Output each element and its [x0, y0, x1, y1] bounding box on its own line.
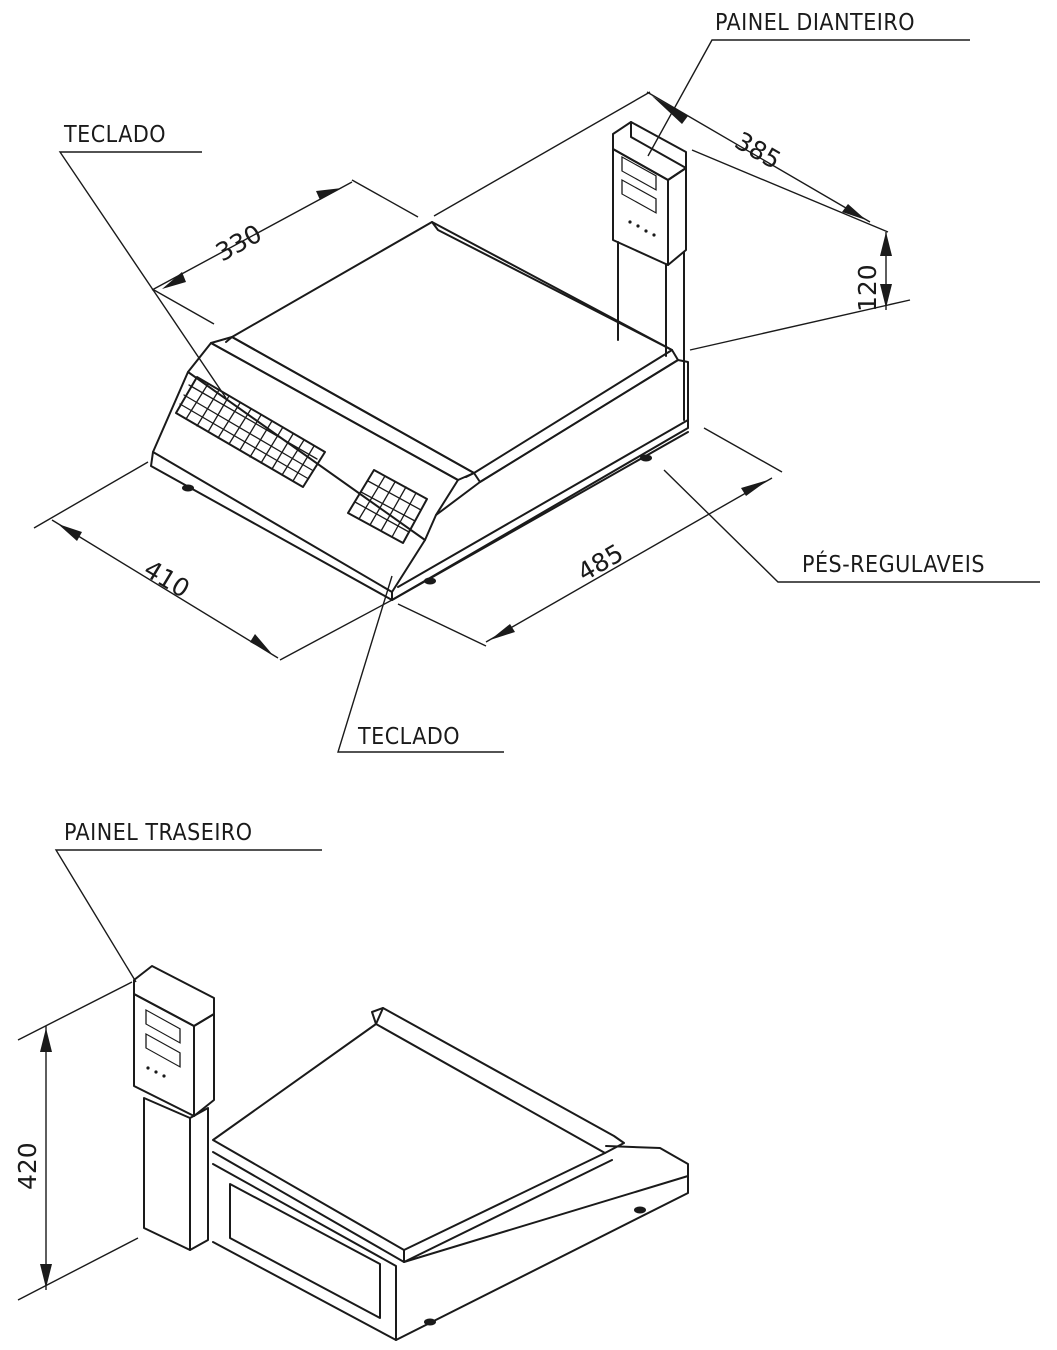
foot-icon	[424, 577, 436, 585]
callout-leaders	[58, 39, 1040, 753]
label-adjustable-feet: PÉS-REGULAVEIS	[802, 550, 985, 578]
label-front-panel: PAINEL DIANTEIRO	[715, 10, 915, 36]
keypad-small-icon	[347, 469, 428, 544]
scale-rear-view: 420 PAINEL TRASEIRO	[13, 820, 689, 1341]
label-keyboard-bottom: TECLADO	[357, 724, 460, 750]
dimension-485: 485	[397, 427, 783, 647]
dimension-385: 385	[433, 91, 889, 233]
scale-front-view: 330 385 120 410	[33, 10, 1040, 753]
dimension-420: 420	[13, 981, 139, 1301]
keypad-large-icon	[175, 376, 326, 488]
dimension-label: 485	[573, 538, 629, 587]
dimension-label: 120	[853, 264, 882, 312]
rear-display-column	[133, 965, 215, 1251]
display-column	[612, 121, 687, 421]
label-rear-panel: PAINEL TRASEIRO	[64, 820, 253, 846]
dimension-120: 120	[689, 232, 911, 351]
foot-icon	[182, 484, 194, 492]
dimension-label: 420	[13, 1142, 42, 1190]
foot-icon	[424, 1318, 436, 1326]
dimension-label: 330	[211, 219, 267, 267]
label-keyboard-top: TECLADO	[63, 122, 166, 148]
foot-icon	[634, 1206, 646, 1214]
foot-icon	[640, 454, 652, 462]
dimension-label: 410	[139, 554, 195, 603]
